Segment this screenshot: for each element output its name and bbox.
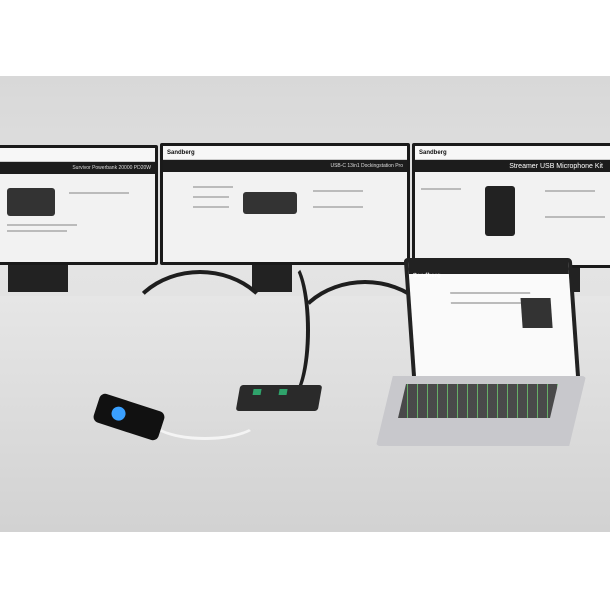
monitor-stand-left — [8, 262, 68, 292]
laptop-keyboard — [398, 384, 558, 418]
charging-icon — [109, 404, 128, 423]
usb-cable-white — [150, 400, 260, 440]
microphone-image — [485, 186, 515, 236]
product-image — [243, 192, 297, 214]
monitor-right: Sandberg Streamer USB Microphone Kit — [412, 143, 610, 268]
brand-logo: Sandberg — [167, 149, 195, 156]
product-image — [7, 188, 55, 216]
product-title: USB-C 13in1 Dockingstation Pro — [330, 163, 403, 169]
hdmi-cable — [120, 270, 280, 410]
laptop-screen: Sandberg — [403, 258, 581, 380]
docking-station — [235, 385, 323, 411]
monitor-left: Survivor Powerbank 20000 PD20W — [0, 145, 158, 265]
hdmi-cable — [285, 280, 445, 420]
site-header — [0, 148, 155, 162]
product-title: Streamer USB Microphone Kit — [509, 162, 603, 170]
brand-logo: Sandberg — [412, 273, 441, 279]
brand-logo: Sandberg — [419, 149, 447, 156]
monitor-center: Sandberg USB-C 13in1 Dockingstation Pro — [160, 143, 410, 265]
product-title: Survivor Powerbank 20000 PD20W — [72, 165, 151, 171]
